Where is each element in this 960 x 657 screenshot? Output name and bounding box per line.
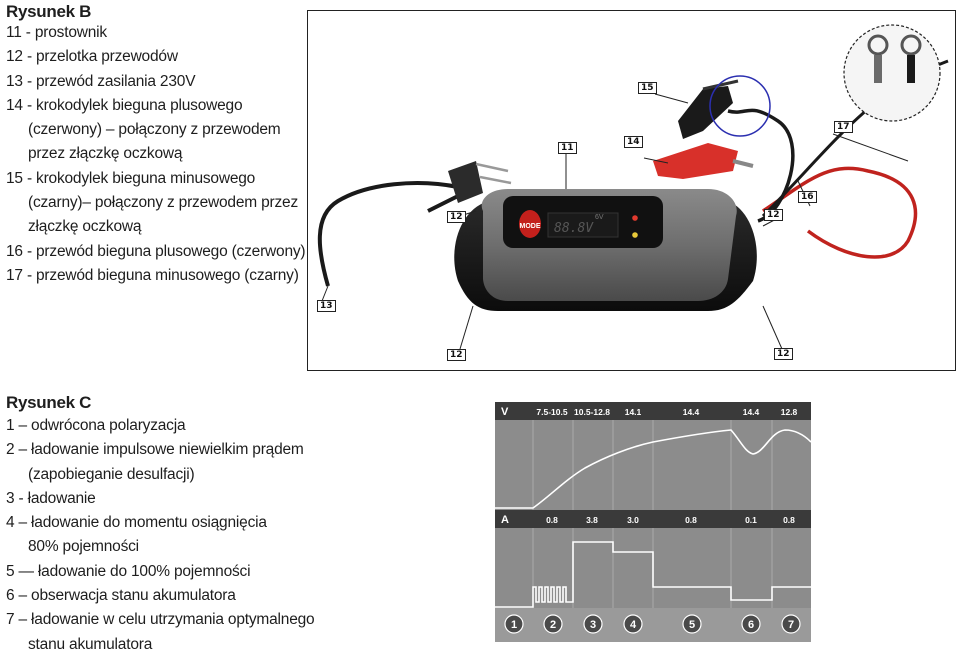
voltage-value: 10.5-12.8	[574, 407, 610, 417]
figure-c-legend-line: stanu akumulatora	[28, 635, 153, 653]
figure-b-legend: 11 - prostownik 12 - przelotka przewodów 1…	[6, 21, 306, 288]
callout-14: 14	[624, 136, 643, 148]
stage-marker	[623, 614, 643, 634]
voltage-value: 7.5-10.5	[536, 407, 567, 417]
current-value: 0.1	[745, 515, 757, 525]
figure-b-legend-line: 15 - krokodylek bieguna minusowego	[6, 169, 256, 187]
figure-b-title: Rysunek B	[6, 2, 92, 21]
red-led	[632, 215, 638, 221]
figure-c-legend-line: 4 – ładowanie do momentu osiągnięcia	[6, 514, 267, 532]
figure-c-legend-line: 6 – obserwacja stanu akumulatora	[6, 587, 236, 605]
black-cable	[727, 108, 795, 223]
figure-c-legend-line: 5 — ładowanie do 100% pojemności	[6, 562, 251, 580]
figure-b-legend-line: 13 - przewód zasilania 230V	[6, 72, 196, 90]
callout-16: 16	[798, 191, 817, 203]
power-plug	[448, 161, 512, 203]
voltage-value: 14.4	[743, 407, 760, 417]
zoom-circle-detail	[843, 24, 941, 122]
figure-b-legend-line: (czarny)– połączony z przewodem przez	[28, 194, 298, 212]
current-value: 0.8	[685, 515, 697, 525]
yellow-led	[632, 232, 638, 238]
current-value: 3.0	[627, 515, 639, 525]
current-value: 3.8	[586, 515, 598, 525]
figure-b-legend-line: (czerwony) – połączony z przewodem	[28, 121, 281, 139]
mode-button	[519, 210, 541, 238]
stage-marker	[741, 614, 761, 634]
figure-b-legend-line: 12 - przelotka przewodów	[6, 48, 178, 66]
voltage-value: 12.8	[781, 407, 798, 417]
stage-marker	[781, 614, 801, 634]
voltage-label: 6V	[595, 214, 604, 221]
callout-12-bottom-right: 12	[774, 348, 793, 360]
current-value: 0.8	[783, 515, 795, 525]
voltage-axis-label: V	[501, 406, 509, 418]
figure-b-legend-line: 11 - prostownik	[6, 24, 107, 41]
figure-c-legend-line: (zapobieganie desulfacji)	[28, 465, 195, 483]
figure-b-legend-line: przez złączkę oczkową	[28, 145, 183, 163]
figure-c-legend-line: 7 – ładowanie w celu utrzymania optymaln…	[6, 611, 315, 629]
callout-12-bottom-left: 12	[447, 349, 466, 361]
red-cable	[762, 166, 918, 259]
lcd-text: 88.8V	[554, 221, 594, 236]
stage-number: 7	[788, 619, 794, 631]
stage-number: 6	[748, 619, 754, 631]
current-header	[495, 510, 811, 528]
callout-12-left: 12	[447, 211, 466, 223]
callout-13: 13	[317, 300, 336, 312]
stage-number: 5	[689, 619, 695, 631]
callout-17: 17	[834, 121, 853, 133]
voltage-line	[495, 429, 811, 509]
current-line	[495, 541, 811, 608]
stage-marker	[583, 614, 603, 634]
stage-number: 2	[550, 619, 556, 631]
stage-bar	[495, 608, 811, 642]
voltage-header	[495, 402, 811, 420]
chart-svg: V A 7.5-10.5 10.5-12.8 14.1 14.4 14.4 12.8 0.8 3.…	[495, 402, 811, 642]
lcd-display	[547, 212, 619, 238]
figure-c-title: Rysunek C	[6, 393, 92, 412]
mode-label: MODE	[520, 223, 541, 230]
current-value: 0.8	[546, 515, 558, 525]
figure-c-legend-line: 80% pojemności	[28, 538, 139, 556]
stage-marker	[504, 614, 524, 634]
stage-number: 3	[590, 619, 596, 631]
callout-11: 11	[558, 142, 577, 154]
charger-illustration: MODE 88.8V 6V	[317, 24, 949, 350]
figure-c-legend: 1 – odwrócona polaryzacja 2 – ładowanie i…	[6, 414, 315, 657]
stage-marker	[682, 614, 702, 634]
figure-c-legend-line: 2 – ładowanie impulsowe niewielkim prąde…	[6, 441, 304, 459]
figure-c-legend-line: 3 - ładowanie	[6, 489, 96, 507]
current-axis-label: A	[501, 514, 509, 526]
zoom-circle-source	[709, 75, 771, 137]
stage-marker	[543, 614, 563, 634]
figure-b-legend-line: 14 - krokodylek bieguna plusowego	[6, 96, 243, 114]
stage-number: 4	[630, 619, 637, 631]
figure-b-legend-line: 16 - przewód bieguna plusowego (czerwony…	[6, 242, 306, 260]
ring-terminals	[867, 34, 922, 83]
figure-b-legend-line: 17 - przewód bieguna minusowego (czarny)	[6, 266, 299, 284]
voltage-value: 14.4	[683, 407, 700, 417]
power-cable	[317, 181, 459, 287]
callout-12-right: 12	[764, 209, 783, 221]
black-clamp	[678, 79, 739, 139]
figure-b-legend-line: złączkę oczkową	[28, 218, 142, 236]
red-clamp	[653, 143, 754, 179]
charging-curve-chart: V A 7.5-10.5 10.5-12.8 14.1 14.4 14.4 12.8 0.8 3.…	[495, 402, 811, 642]
callout-15: 15	[638, 82, 657, 94]
charger-photo: MODE 88.8V 6V 11 12 12 12 12 13 14 15 16…	[307, 10, 956, 371]
voltage-value: 14.1	[625, 407, 642, 417]
stage-number: 1	[511, 619, 517, 631]
figure-c-legend-line: 1 – odwrócona polaryzacja	[6, 417, 186, 434]
